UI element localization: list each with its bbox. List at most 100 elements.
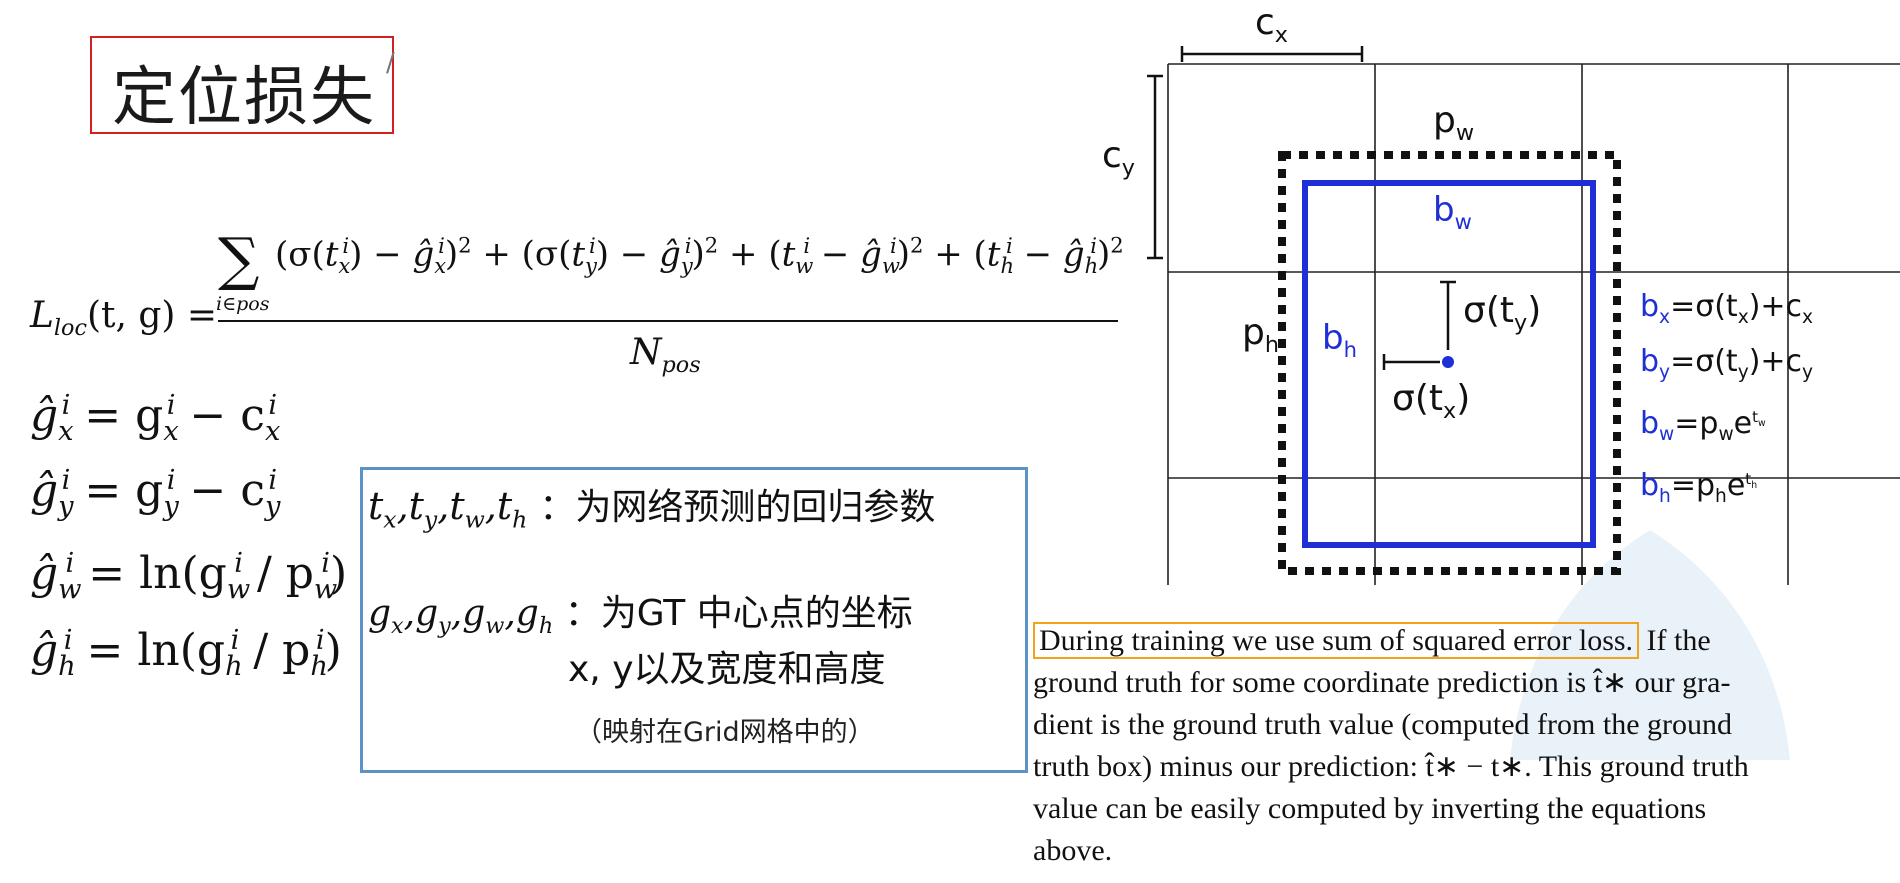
fraction-bar bbox=[218, 320, 1118, 322]
eq-rest-sub: w bbox=[313, 573, 338, 605]
paper-line-1-rest: If the bbox=[1646, 624, 1711, 657]
prior-box bbox=[1278, 151, 1621, 575]
eq-rhs: = ln(g bbox=[86, 625, 226, 676]
cy-label: cy bbox=[1102, 135, 1135, 181]
paper-line-4: truth box) minus our prediction: t̂∗ − t… bbox=[1033, 750, 1749, 783]
cy-sub: y bbox=[1121, 155, 1136, 182]
pen-mark-icon: ∕ bbox=[386, 48, 395, 78]
eq-rest: − c bbox=[189, 465, 265, 516]
equation-gy: ĝyi = gyi − cyi bbox=[30, 465, 281, 522]
sigma-tx-sub: x bbox=[1442, 398, 1457, 425]
cy-text: c bbox=[1102, 135, 1122, 176]
sigma-ty-text: σ(t bbox=[1463, 290, 1514, 331]
bbox-diagram bbox=[1147, 46, 1900, 585]
eq-var-sub: x bbox=[1659, 307, 1671, 328]
highlighted-sentence: During training we use sum of squared er… bbox=[1033, 622, 1640, 659]
eq-var: b bbox=[1640, 406, 1660, 441]
bh-label: bh bbox=[1322, 318, 1357, 362]
eq-rhs: = g bbox=[84, 390, 164, 441]
eq-rest: − c bbox=[189, 390, 265, 441]
eq-var: b bbox=[1640, 289, 1660, 324]
eq-lhs: ĝ bbox=[30, 390, 59, 441]
ph-label: ph bbox=[1242, 312, 1279, 358]
sigma-tx-close: ) bbox=[1456, 378, 1471, 419]
eq-rhs: =p bbox=[1670, 468, 1716, 503]
bw-equation: bw=pwetw bbox=[1640, 395, 1813, 457]
eq-var-sub: y bbox=[1659, 362, 1671, 383]
eq-rhs-sub: y bbox=[1737, 362, 1749, 383]
paper-line-1: During training we use sum of squared er… bbox=[1033, 620, 1749, 662]
paper-line-6: above. bbox=[1033, 834, 1113, 867]
grid-note: （映射在Grid网格中的） bbox=[575, 717, 875, 748]
cy-dimension bbox=[1147, 74, 1163, 260]
pw-sub: w bbox=[1455, 120, 1475, 147]
eq-rhs-sub: x bbox=[1737, 307, 1749, 328]
eq-tail: e bbox=[1726, 468, 1746, 503]
bh-sub: h bbox=[1343, 336, 1357, 362]
paper-excerpt: During training we use sum of squared er… bbox=[1033, 620, 1749, 872]
eq-lhs: ĝ bbox=[30, 465, 59, 516]
equation-gh: ĝhi = ln(ghi / phi) bbox=[30, 625, 342, 682]
bw-label: bw bbox=[1433, 190, 1472, 234]
eq-tail-sub: y bbox=[1802, 362, 1814, 383]
loss-denominator: Npos bbox=[630, 332, 701, 378]
pw-text: p bbox=[1433, 100, 1456, 141]
eq-tail-sub: x bbox=[1802, 307, 1814, 328]
eq-var-sub: h bbox=[1659, 486, 1671, 507]
t-params-line: tx,ty,tw,th ：为网络预测的回归参数 bbox=[368, 484, 936, 534]
equation-gw: ĝwi = ln(gwi / pwi) bbox=[30, 548, 348, 605]
eq-lhs: ĝ bbox=[30, 625, 59, 676]
info-box bbox=[360, 467, 1028, 773]
grid-lines bbox=[1167, 63, 1900, 585]
eq-var-sub: w bbox=[1659, 424, 1675, 445]
bw-text: b bbox=[1433, 190, 1455, 230]
sigma-tx-label: σ(tx) bbox=[1392, 378, 1470, 424]
cx-text: c bbox=[1255, 2, 1275, 43]
predicted-box bbox=[1302, 180, 1596, 548]
cx-dimension bbox=[1180, 46, 1364, 62]
eq-close: ) bbox=[324, 625, 342, 676]
eq-exp-t: t bbox=[1745, 470, 1752, 488]
slide-title: 定位损失 bbox=[112, 61, 376, 135]
eq-rest-sub: y bbox=[264, 490, 281, 522]
ph-sub: h bbox=[1264, 332, 1280, 359]
eq-var: b bbox=[1640, 468, 1660, 503]
eq-rest: / p bbox=[253, 625, 311, 676]
sigma-tx-marker bbox=[1382, 354, 1440, 370]
denominator-sub: pos bbox=[661, 352, 701, 379]
eq-rest-sub: h bbox=[310, 650, 328, 682]
eq-tail: e bbox=[1733, 406, 1753, 441]
eq-lhs: ĝ bbox=[30, 548, 59, 599]
bh-text: b bbox=[1322, 318, 1344, 358]
eq-rhs: =p bbox=[1674, 406, 1719, 441]
loss-symbol: L bbox=[30, 295, 54, 336]
cx-sub: x bbox=[1274, 22, 1289, 49]
eq-rhs-sub: h bbox=[1715, 486, 1727, 507]
loss-numerator: (σ(txi) − ĝxi)2 + (σ(tyi) − ĝyi)2 + (twi… bbox=[275, 233, 1124, 279]
sigma-ty-sub: y bbox=[1513, 310, 1528, 337]
eq-rhs: =σ(t bbox=[1670, 289, 1738, 324]
g-params-desc2: x, y以及宽度和高度 bbox=[568, 649, 886, 690]
eq-rhs: = ln(g bbox=[88, 548, 227, 599]
sigma-tx-text: σ(t bbox=[1392, 378, 1443, 419]
sigma-ty-close: ) bbox=[1527, 290, 1542, 331]
equation-gx: ĝxi = gxi − cxi bbox=[30, 390, 281, 447]
ph-text: p bbox=[1242, 312, 1265, 353]
sum-subscript: i∈pos bbox=[216, 293, 270, 315]
eq-var: b bbox=[1640, 344, 1660, 379]
g-params-desc: ：为GT 中心点的坐标 bbox=[564, 593, 913, 634]
box-equations: bx=σ(tx)+cx by=σ(ty)+cy bw=pwetw bh=phet… bbox=[1640, 285, 1813, 519]
paper-line-3: dient is the ground truth value (compute… bbox=[1033, 708, 1733, 741]
eq-exp: tw bbox=[1752, 408, 1766, 429]
loss-sub: loc bbox=[53, 315, 87, 342]
eq-exp: th bbox=[1745, 470, 1757, 491]
eq-exp-t: t bbox=[1752, 408, 1759, 426]
loss-args: (t, g) = bbox=[86, 295, 218, 336]
sigma-ty-label: σ(ty) bbox=[1463, 290, 1541, 336]
eq-close: ) bbox=[330, 548, 348, 599]
eq-tail: )+c bbox=[1748, 289, 1803, 324]
t-params-desc: ：为网络预测的回归参数 bbox=[539, 487, 936, 528]
watermark-icon bbox=[1510, 530, 1790, 760]
bw-sub: w bbox=[1454, 208, 1472, 234]
eq-rhs: =σ(t bbox=[1670, 344, 1738, 379]
